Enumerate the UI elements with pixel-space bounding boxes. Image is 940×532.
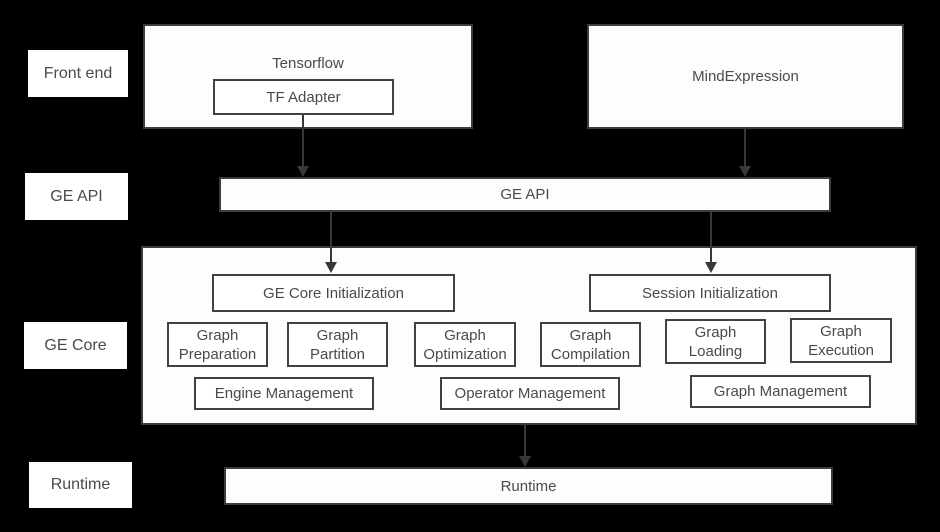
- graph-management-label: Graph Management: [713, 383, 848, 400]
- arrow-head-icon: [297, 166, 309, 177]
- arrow-head-icon: [519, 456, 531, 467]
- ge-api-bar-label: GE API: [500, 186, 550, 203]
- side-label-ge-api: GE API: [25, 173, 128, 220]
- arrow-head-icon: [739, 166, 751, 177]
- graph-partition-box: Graph Partition: [287, 322, 388, 367]
- graph-preparation-label: Graph Preparation: [178, 326, 257, 363]
- tf-adapter-label: TF Adapter: [266, 88, 341, 106]
- ge-core-initialization-label: GE Core Initialization: [263, 284, 404, 302]
- mindexpression-box: MindExpression: [587, 24, 904, 129]
- tf-adapter-box: TF Adapter: [213, 79, 394, 115]
- graph-loading-box: Graph Loading: [665, 319, 766, 364]
- arrow-stem: [330, 212, 332, 262]
- arrow-head-icon: [325, 262, 337, 273]
- side-label-front-end: Front end: [28, 50, 128, 97]
- graph-execution-label: Graph Execution: [808, 322, 874, 359]
- engine-management-box: Engine Management: [194, 377, 374, 410]
- graph-compilation-box: Graph Compilation: [540, 322, 641, 367]
- side-label-runtime: Runtime: [29, 462, 132, 508]
- arrow-mindexpression-to-ge-api: [739, 129, 751, 177]
- arrow-stem: [524, 425, 526, 456]
- arrow-stem: [710, 212, 712, 262]
- arrow-ge-api-to-session-initialization: [705, 212, 717, 273]
- side-label-ge-core: GE Core: [24, 322, 127, 369]
- tensorflow-title: Tensorflow: [272, 55, 344, 72]
- graph-compilation-label: Graph Compilation: [550, 326, 631, 363]
- arrow-stem: [302, 115, 304, 166]
- graph-management-box: Graph Management: [690, 375, 871, 408]
- mindexpression-label: MindExpression: [692, 68, 799, 85]
- session-initialization-label: Session Initialization: [642, 284, 778, 302]
- ge-core-box: GE Core Initialization Session Initializ…: [141, 246, 917, 425]
- graph-execution-box: Graph Execution: [790, 318, 892, 363]
- arrow-tf-adapter-to-ge-api: [297, 115, 309, 177]
- session-initialization-box: Session Initialization: [589, 274, 831, 312]
- arrow-ge-core-to-runtime: [519, 425, 531, 467]
- engine-management-label: Engine Management: [214, 385, 354, 402]
- graph-preparation-box: Graph Preparation: [167, 322, 268, 367]
- graph-partition-label: Graph Partition: [309, 326, 366, 363]
- arrow-stem: [744, 129, 746, 166]
- ge-api-bar: GE API: [219, 177, 831, 212]
- operator-management-label: Operator Management: [454, 385, 606, 402]
- operator-management-box: Operator Management: [440, 377, 620, 410]
- graph-loading-label: Graph Loading: [688, 323, 743, 360]
- arrow-head-icon: [705, 262, 717, 273]
- runtime-bar-label: Runtime: [500, 477, 557, 495]
- graph-optimization-label: Graph Optimization: [423, 326, 507, 363]
- tensorflow-box: Tensorflow TF Adapter: [143, 24, 473, 129]
- graph-optimization-box: Graph Optimization: [414, 322, 516, 367]
- runtime-bar: Runtime: [224, 467, 833, 505]
- arrow-ge-api-to-ge-core-initialization: [325, 212, 337, 273]
- ge-core-initialization-box: GE Core Initialization: [212, 274, 455, 312]
